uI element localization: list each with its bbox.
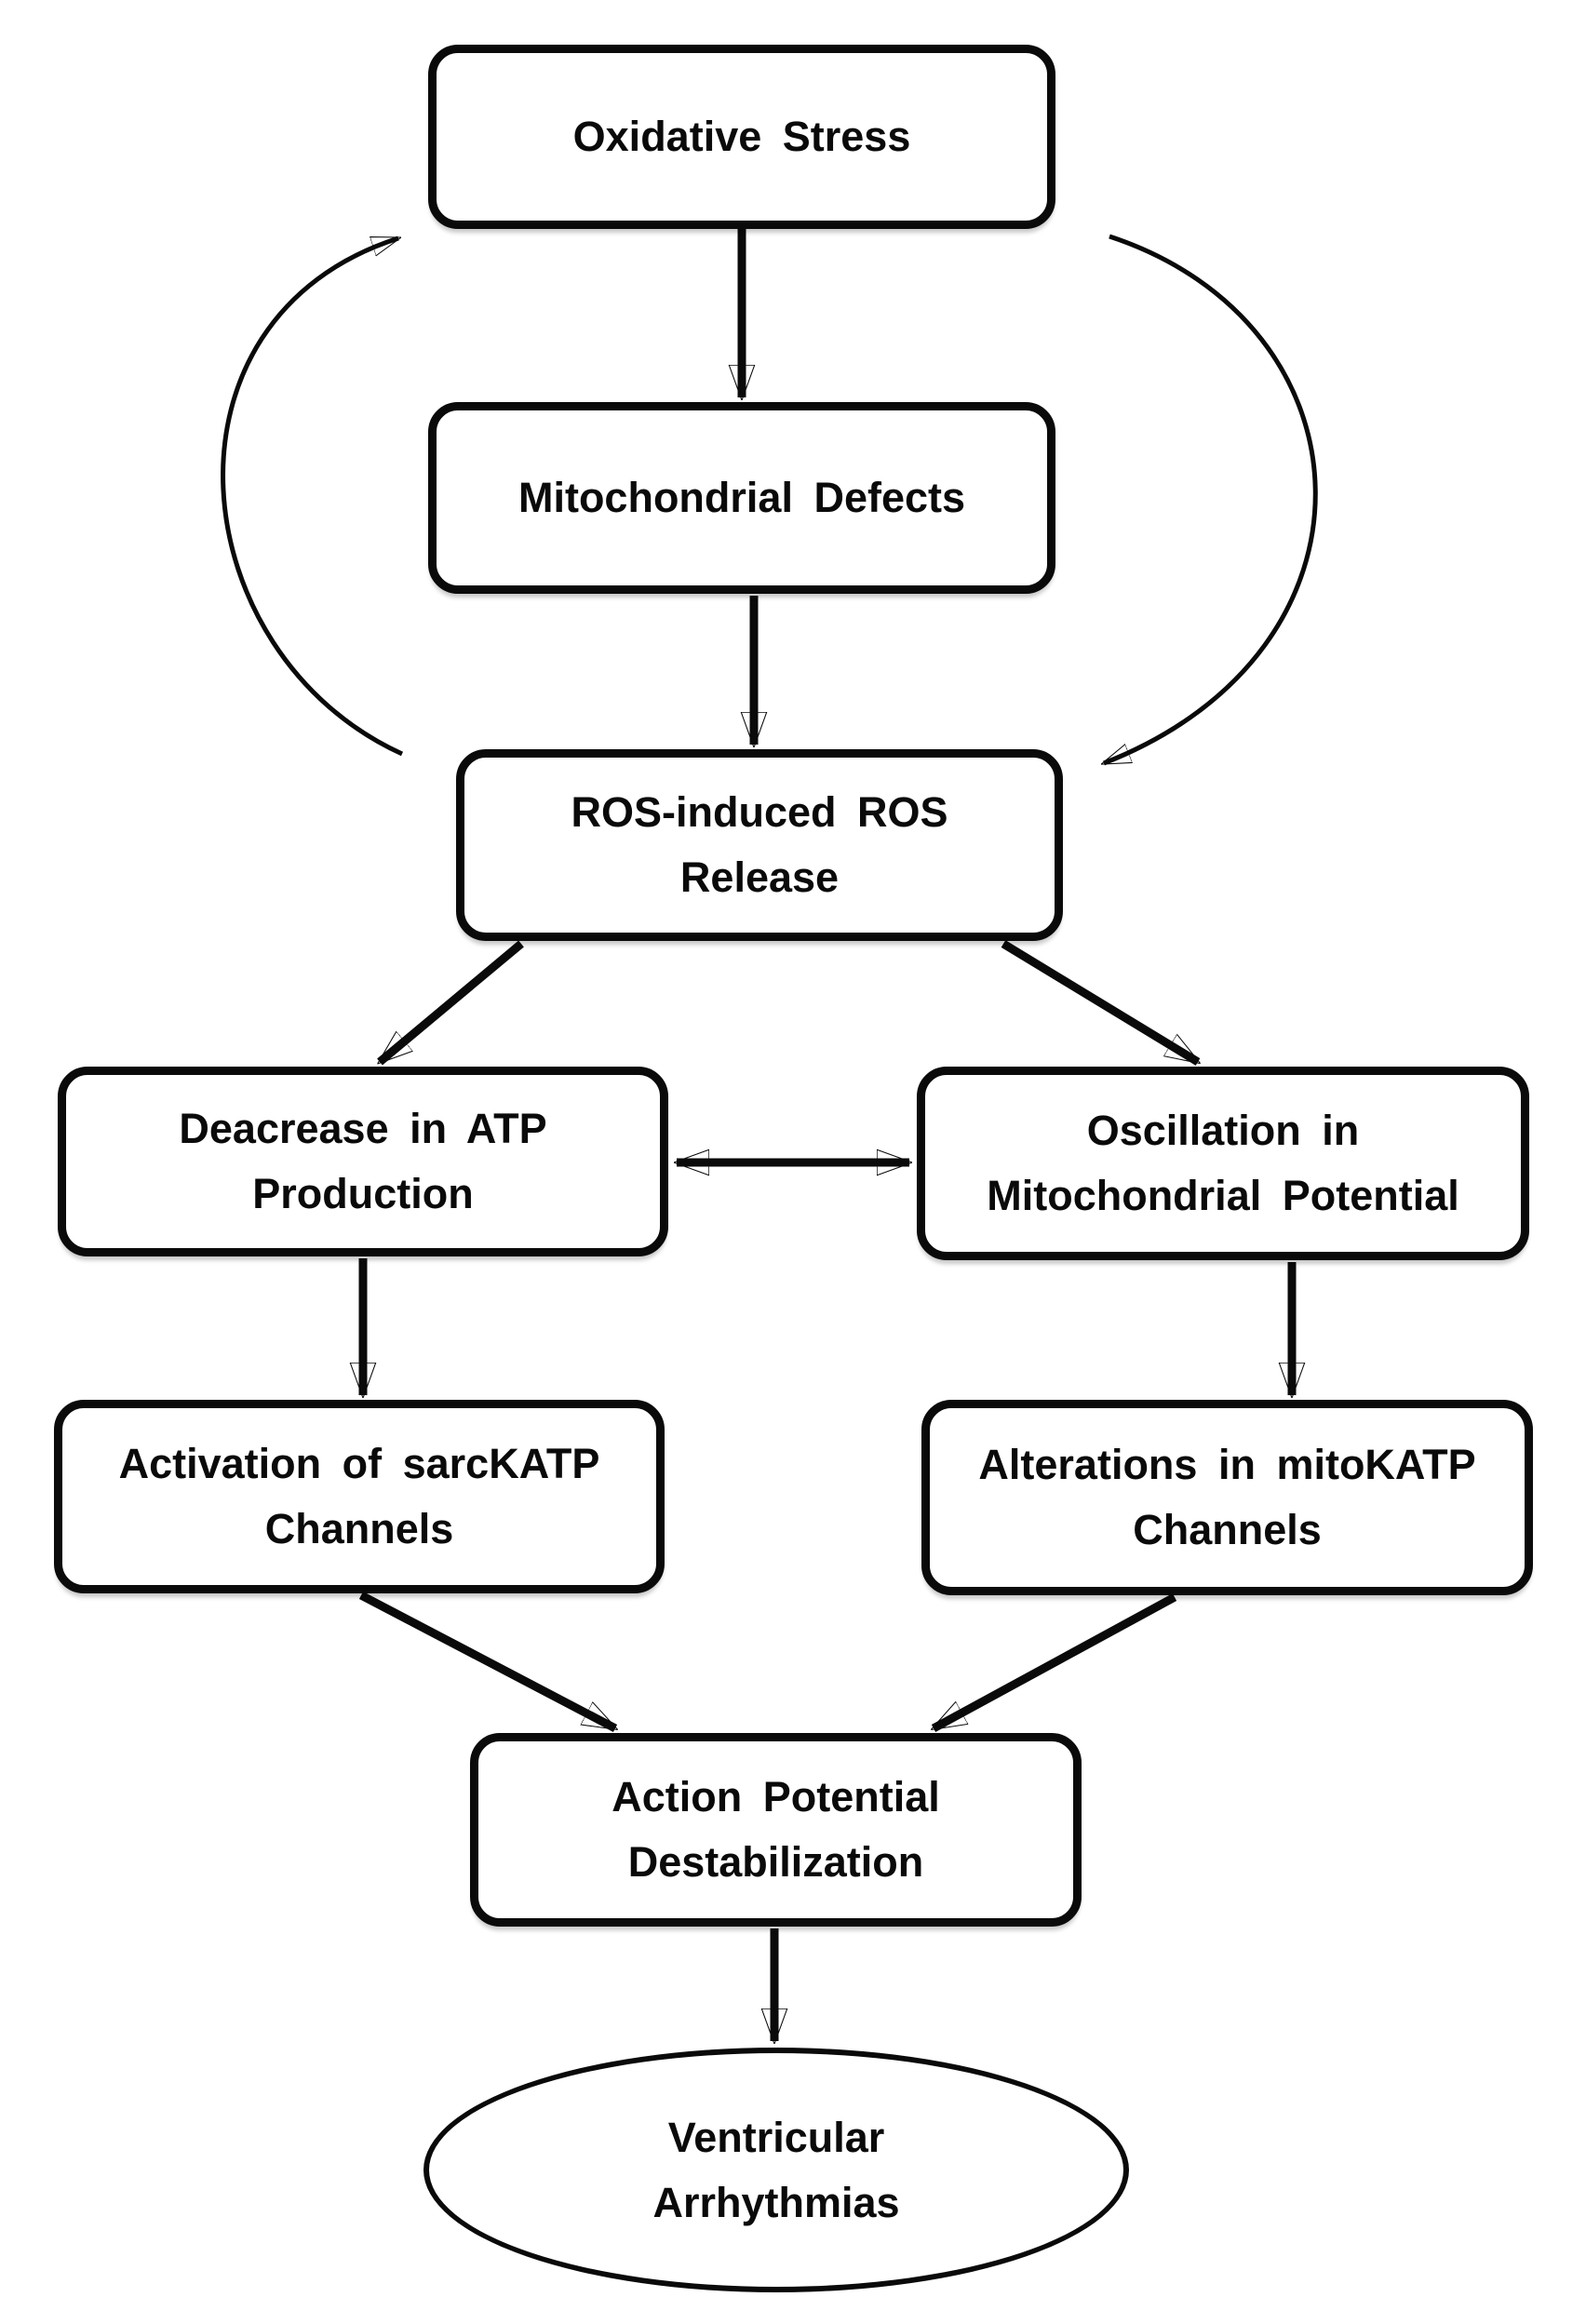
node-label: ROS-induced ROS Release bbox=[571, 780, 948, 910]
arrow-mitokatp-to-action-potential bbox=[934, 1593, 1177, 1732]
node-label-line: Alterations in mitoKATP bbox=[978, 1441, 1476, 1489]
node-action-potential-destabilization: Action Potential Destabilization bbox=[470, 1733, 1082, 1927]
node-oscillation-in-mitochondrial-potential: Oscillation in Mitochondrial Potential bbox=[917, 1067, 1529, 1260]
node-label: Oxidative Stress bbox=[573, 104, 911, 169]
curved-arrow-feedback-right bbox=[1104, 234, 1318, 766]
node-label-line: Channels bbox=[1133, 1506, 1322, 1553]
node-ros-induced-ros-release: ROS-induced ROS Release bbox=[456, 749, 1063, 941]
node-label: Deacrease in ATP Production bbox=[179, 1096, 546, 1227]
node-label: Ventricular Arrhythmias bbox=[652, 2105, 899, 2236]
node-label-line: Ventricular bbox=[667, 2113, 885, 2161]
node-label: Oscillation in Mitochondrial Potential bbox=[987, 1098, 1459, 1229]
curved-arrow-feedback-left bbox=[221, 235, 404, 757]
node-label-line: Release bbox=[679, 853, 840, 901]
node-label: Action Potential Destabilization bbox=[612, 1765, 940, 1895]
node-label-line: Production bbox=[252, 1170, 474, 1217]
node-mitochondrial-defects: Mitochondrial Defects bbox=[428, 402, 1055, 594]
node-decrease-in-atp-production: Deacrease in ATP Production bbox=[58, 1067, 668, 1256]
node-label-line: Mitochondrial Potential bbox=[987, 1172, 1459, 1219]
node-label-line: Mitochondrial Defects bbox=[517, 474, 966, 522]
node-label-line: Oxidative Stress bbox=[572, 113, 911, 161]
node-label: Activation of sarcKATP Channels bbox=[119, 1431, 600, 1562]
node-oxidative-stress: Oxidative Stress bbox=[428, 45, 1055, 229]
node-label-line: Channels bbox=[264, 1505, 454, 1552]
node-label: Mitochondrial Defects bbox=[518, 465, 965, 531]
node-label-line: Deacrease in ATP bbox=[179, 1105, 547, 1153]
arrow-ros-to-decrease-atp bbox=[380, 940, 524, 1066]
node-label-line: ROS-induced ROS bbox=[571, 788, 948, 837]
arrow-ros-to-oscillation bbox=[1001, 940, 1198, 1066]
node-activation-of-sarckatp-channels: Activation of sarcKATP Channels bbox=[54, 1400, 665, 1593]
node-ventricular-arrhythmias: Ventricular Arrhythmias bbox=[423, 2048, 1129, 2292]
node-alterations-in-mitokatp-channels: Alterations in mitoKATP Channels bbox=[921, 1400, 1533, 1595]
node-label-line: Action Potential bbox=[612, 1773, 940, 1821]
node-label: Alterations in mitoKATP Channels bbox=[978, 1432, 1475, 1563]
node-label-line: Arrhythmias bbox=[652, 2178, 900, 2226]
node-label-line: Destabilization bbox=[627, 1838, 924, 1886]
node-label-line: Oscillation in bbox=[1086, 1107, 1360, 1155]
node-label-line: Activation of sarcKATP bbox=[118, 1440, 600, 1488]
arrow-sarckatp-to-action-potential bbox=[358, 1592, 615, 1732]
